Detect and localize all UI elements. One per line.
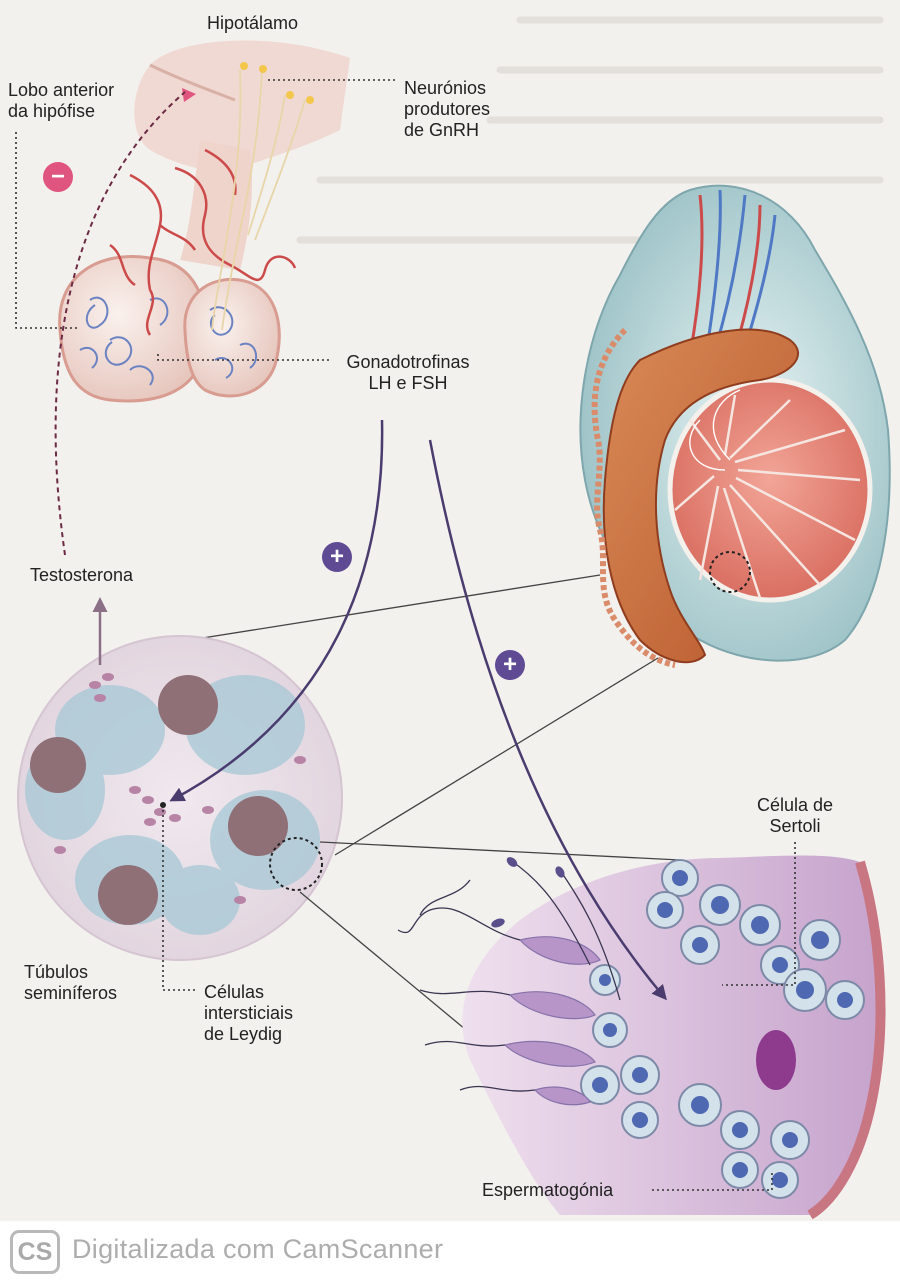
tubule-cross-section — [17, 635, 343, 961]
label-lobo-anterior: Lobo anterior da hipófise — [8, 80, 114, 122]
scanner-footer — [0, 1221, 900, 1288]
pointer-lines-top — [15, 79, 396, 361]
zoom-lines-1 — [189, 574, 659, 856]
testosterone-negative-feedback-path — [54, 91, 186, 556]
label-leydig-line2: intersticiais — [204, 1003, 294, 1023]
feedback-arrows — [54, 91, 667, 1001]
camscanner-logo: CS — [10, 1230, 60, 1274]
label-hipotalamo: Hipotálamo — [207, 13, 299, 33]
label-gonadotrofinas-line1: Gonadotrofinas — [346, 352, 470, 372]
label-lobo-anterior-line1: Lobo anterior — [8, 80, 115, 100]
label-neuronios-line1: Neurónios — [404, 78, 487, 98]
label-sertoli-line1: Célula de — [756, 795, 834, 815]
stimulation-sign-fsh: + — [495, 650, 525, 680]
label-tubulos-seminiferos: Túbulos seminíferos — [24, 962, 117, 1004]
label-tubulos-line2: seminíferos — [24, 983, 118, 1003]
label-testosterona: Testosterona — [30, 565, 134, 585]
stimulation-sign-lh: + — [322, 542, 352, 572]
label-sertoli-line2: Sertoli — [769, 816, 821, 836]
epithelium-section — [397, 855, 886, 1220]
background-text-shadow — [296, 16, 884, 244]
label-gonadotrofinas: Gonadotrofinas LH e FSH — [330, 352, 486, 394]
label-leydig-line3: de Leydig — [204, 1024, 283, 1044]
pointer-lines-bottom — [162, 810, 796, 1191]
label-celulas-leydig: Células intersticiais de Leydig — [204, 982, 293, 1045]
label-neuronios-line2: produtores — [404, 99, 491, 119]
pituitary-illustration — [58, 40, 350, 403]
label-leydig-line1: Células — [204, 982, 265, 1002]
label-neuronios-gnrh: Neurónios produtores de GnRH — [404, 78, 490, 141]
label-neuronios-line3: de GnRH — [404, 120, 480, 140]
testis-illustration — [579, 184, 891, 668]
inhibition-sign: − — [43, 162, 73, 192]
label-tubulos-line1: Túbulos — [24, 962, 89, 982]
lh-to-leydig-arrow — [169, 419, 384, 802]
label-celula-sertoli: Célula de Sertoli — [740, 795, 850, 837]
label-lobo-anterior-line2: da hipófise — [8, 101, 96, 121]
label-espermatogonia: Espermatogónia — [482, 1180, 614, 1200]
fsh-to-sertoli-arrow — [428, 439, 667, 1001]
label-gonadotrofinas-line2: LH e FSH — [368, 373, 448, 393]
camscanner-watermark-text: Digitalizada com CamScanner — [72, 1234, 444, 1264]
